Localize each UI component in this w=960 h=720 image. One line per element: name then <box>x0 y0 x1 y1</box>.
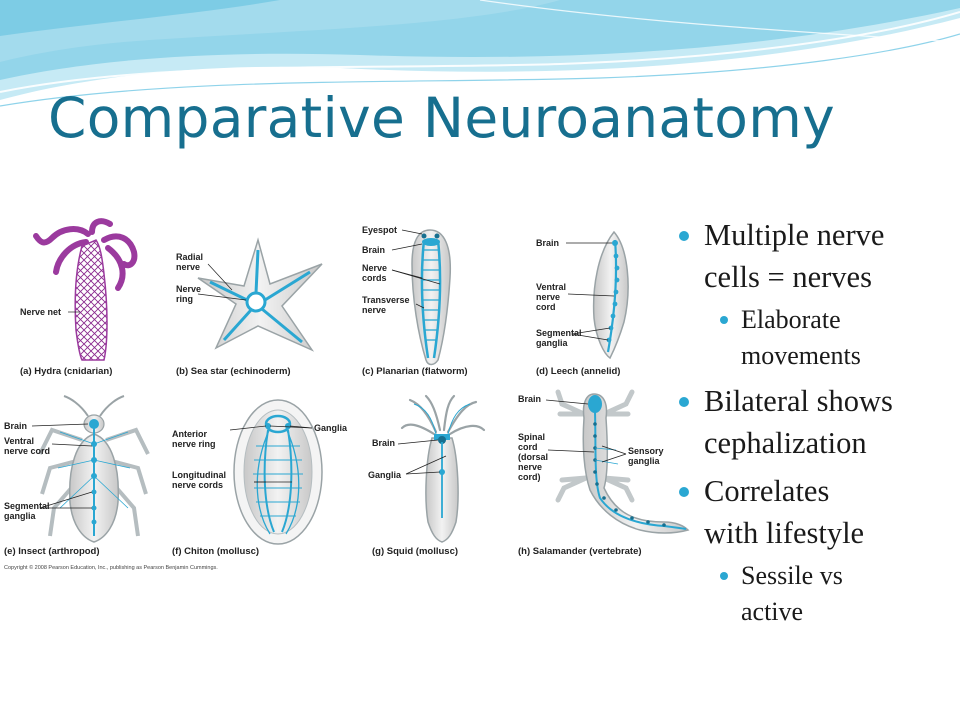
header-wave-decoration <box>0 0 960 107</box>
bullet-dot-icon <box>720 572 728 580</box>
label-sensory-ganglia: ganglia <box>628 456 660 466</box>
label-spinal: Spinal <box>518 432 545 442</box>
insect-illustration <box>38 395 150 543</box>
label-squid-ganglia: Ganglia <box>368 470 402 480</box>
bullet-text-line: movements <box>741 341 861 370</box>
sub-bullet-sessile-vs-active: Sessile vs active <box>676 558 956 630</box>
label-squid-brain: Brain <box>372 438 395 448</box>
label-nerve-ring-2: ring <box>176 294 193 304</box>
label-anterior: Anterior <box>172 429 208 439</box>
label-nerve-cords-1: Nerve <box>362 263 387 273</box>
label-radial: Radial <box>176 252 203 262</box>
bullet-dot-icon <box>679 231 689 241</box>
leech-illustration <box>592 230 629 360</box>
bullet-dot-icon <box>720 316 728 324</box>
label-planarian-brain: Brain <box>362 245 385 255</box>
nervous-systems-figure: Nerve net (a) Hydra (cnidarian) Radial n… <box>4 218 690 571</box>
caption-squid: (g) Squid (mollusc) <box>372 546 458 557</box>
caption-planarian: (c) Planarian (flatworm) <box>362 366 468 377</box>
sea-star-illustration <box>197 237 323 352</box>
label-insect-nerve-cord: nerve cord <box>4 446 50 456</box>
bullet-text-line: Bilateral shows <box>704 384 893 418</box>
bullet-text-line: cells = nerves <box>704 260 872 294</box>
figure-copyright: Copyright © 2008 Pearson Education, Inc.… <box>4 564 218 571</box>
salamander-illustration <box>555 389 690 534</box>
bullet-dot-icon <box>679 397 689 407</box>
label-leech-ventral: Ventral <box>536 282 566 292</box>
squid-illustration <box>400 394 486 543</box>
sub-bullet-elaborate-movements: Elaborate movements <box>676 302 956 374</box>
bullet-text-line: active <box>741 597 804 626</box>
label-insect-ganglia: ganglia <box>4 511 36 521</box>
label-leech-segmental: Segmental <box>536 328 582 338</box>
label-eyespot: Eyespot <box>362 225 397 235</box>
bullet-text-line: Correlates <box>704 474 830 508</box>
label-chiton-ganglia: Ganglia <box>314 423 348 433</box>
bullet-text-line: cephalization <box>704 426 867 460</box>
caption-sea-star: (b) Sea star (echinoderm) <box>176 366 291 377</box>
bullet-text-line: with lifestyle <box>704 516 865 550</box>
label-longitudinal: Longitudinal <box>172 470 226 480</box>
bullet-bilateral-cephalization: Bilateral shows cephalization <box>676 380 956 464</box>
label-dorsal-nerve: nerve <box>518 462 542 472</box>
label-leech-ganglia: ganglia <box>536 338 568 348</box>
caption-salamander: (h) Salamander (vertebrate) <box>518 546 642 557</box>
bullet-dot-icon <box>679 487 689 497</box>
label-leech-brain: Brain <box>536 238 559 248</box>
label-dorsal: (dorsal <box>518 452 548 462</box>
caption-chiton: (f) Chiton (mollusc) <box>172 546 259 557</box>
label-transverse: Transverse <box>362 295 410 305</box>
bullet-list: Multiple nerve cells = nerves Elaborate … <box>676 208 956 630</box>
label-nerve-cords-2: cords <box>362 273 387 283</box>
label-insect-segmental: Segmental <box>4 501 50 511</box>
caption-insect: (e) Insect (arthropod) <box>4 546 100 557</box>
caption-leech: (d) Leech (annelid) <box>536 366 620 377</box>
label-anterior-nerve-ring: nerve ring <box>172 439 216 449</box>
chiton-illustration <box>233 399 323 545</box>
bullet-text-line: Elaborate <box>741 305 841 334</box>
label-spinal-cord: cord <box>518 442 538 452</box>
label-longitudinal-nerve-cords: nerve cords <box>172 480 223 490</box>
planarian-illustration <box>411 229 452 366</box>
label-insect-brain: Brain <box>4 421 27 431</box>
bullet-correlates-lifestyle: Correlates with lifestyle <box>676 470 956 554</box>
label-nerve-net: Nerve net <box>20 307 61 317</box>
label-transverse-nerve: nerve <box>362 305 386 315</box>
label-radial-nerve: nerve <box>176 262 200 272</box>
caption-hydra: (a) Hydra (cnidarian) <box>20 366 112 377</box>
slide-title: Comparative Neuroanatomy <box>48 86 835 150</box>
bullet-multiple-nerve-cells: Multiple nerve cells = nerves <box>676 214 956 298</box>
label-salamander-brain: Brain <box>518 394 541 404</box>
bullet-text-line: Sessile vs <box>741 561 843 590</box>
label-dorsal-cord: cord) <box>518 472 541 482</box>
label-leech-nerve: nerve <box>536 292 560 302</box>
label-sensory: Sensory <box>628 446 664 456</box>
label-nerve-ring-1: Nerve <box>176 284 201 294</box>
bullet-text-line: Multiple nerve <box>704 218 885 252</box>
hydra-illustration <box>33 218 138 361</box>
label-insect-ventral: Ventral <box>4 436 34 446</box>
label-leech-cord: cord <box>536 302 556 312</box>
